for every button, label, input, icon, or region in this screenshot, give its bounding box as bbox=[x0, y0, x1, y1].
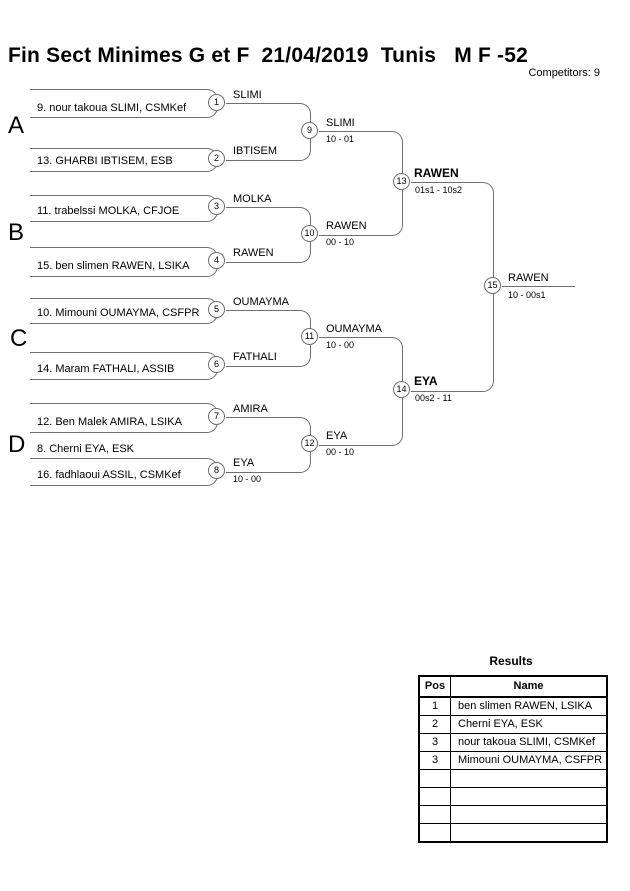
competitor-name: 14. Maram FATHALI, ASSIB bbox=[37, 363, 175, 375]
results-row: 3 Mimouni OUMAYMA, CSFPR bbox=[420, 752, 606, 770]
competitor-name: 8. Cherni EYA, ESK bbox=[37, 443, 135, 455]
results-cell-pos: 3 bbox=[420, 734, 451, 751]
match-circle-14: 14 bbox=[393, 381, 410, 398]
winner-label-match-6: FATHALI bbox=[233, 351, 277, 363]
match-circle-7: 7 bbox=[208, 408, 225, 425]
winner-label-match-7: AMIRA bbox=[233, 403, 268, 415]
results-row bbox=[420, 770, 606, 788]
results-row bbox=[420, 824, 606, 841]
results-cell-pos bbox=[420, 770, 451, 787]
results-cell-pos: 3 bbox=[420, 752, 451, 769]
results-cell-name bbox=[451, 788, 606, 805]
results-cell-pos bbox=[420, 824, 451, 841]
results-header-row: Pos Name bbox=[420, 677, 606, 698]
score-match-9: 10 - 01 bbox=[326, 134, 355, 144]
group-label-b: B bbox=[8, 219, 25, 246]
results-cell-name bbox=[451, 806, 606, 823]
results-cell-name: Cherni EYA, ESK bbox=[458, 718, 543, 730]
winner-label-match-11: OUMAYMA bbox=[326, 323, 383, 335]
score-match-10: 00 - 10 bbox=[326, 237, 355, 247]
competitor-name: 15. ben slimen RAWEN, LSIKA bbox=[37, 260, 190, 272]
group-label-d: D bbox=[8, 431, 26, 458]
results-row bbox=[420, 788, 606, 806]
match-circle-5: 5 bbox=[208, 301, 225, 318]
results-cell-pos: 1 bbox=[420, 698, 451, 715]
match-circle-6: 6 bbox=[208, 356, 225, 373]
competitor-name: 13. GHARBI IBTISEM, ESB bbox=[37, 155, 173, 167]
score-match-13: 01s1 - 10s2 bbox=[415, 185, 463, 195]
winner-label-match-9: SLIMI bbox=[326, 117, 355, 129]
results-cell-name: nour takoua SLIMI, CSMKef bbox=[458, 736, 595, 748]
results-header-name: Name bbox=[513, 680, 544, 692]
score-match-8: 10 - 00 bbox=[233, 474, 262, 484]
page-title: Fin Sect Minimes G et F 21/04/2019 Tunis… bbox=[8, 44, 528, 67]
results-table: Pos Name 1 ben slimen RAWEN, LSIKA 2 Che… bbox=[418, 675, 608, 843]
winner-label-match-4: RAWEN bbox=[233, 247, 274, 259]
results-row: 3 nour takoua SLIMI, CSMKef bbox=[420, 734, 606, 752]
champion-label: RAWEN bbox=[508, 272, 549, 284]
results-cell-name bbox=[451, 824, 606, 841]
match-circle-8: 8 bbox=[208, 462, 225, 479]
winner-label-match-5: OUMAYMA bbox=[233, 296, 290, 308]
match-circle-10: 10 bbox=[301, 225, 318, 242]
results-cell-name bbox=[451, 770, 606, 787]
group-label-c: C bbox=[10, 325, 28, 352]
competitors-count: Competitors: 9 bbox=[528, 67, 600, 79]
winner-label-match-14: EYA bbox=[414, 374, 438, 388]
results-header-pos: Pos bbox=[420, 677, 451, 696]
competitor-name: 16. fadhlaoui ASSIL, CSMKef bbox=[37, 469, 181, 481]
match-circle-9: 9 bbox=[301, 122, 318, 139]
score-match-12: 00 - 10 bbox=[326, 447, 355, 457]
winner-label-match-10: RAWEN bbox=[326, 220, 367, 232]
score-match-11: 10 - 00 bbox=[326, 340, 355, 350]
match-circle-1: 1 bbox=[208, 94, 225, 111]
match-circle-2: 2 bbox=[208, 150, 225, 167]
match-circle-4: 4 bbox=[208, 252, 225, 269]
score-match-15: 10 - 00s1 bbox=[508, 290, 546, 300]
match-circle-11: 11 bbox=[301, 328, 318, 345]
winner-label-match-8: EYA bbox=[233, 457, 255, 469]
match-circle-3: 3 bbox=[208, 198, 225, 215]
match-circle-12: 12 bbox=[301, 435, 318, 452]
winner-label-match-3: MOLKA bbox=[233, 193, 272, 205]
results-row bbox=[420, 806, 606, 824]
connector-final bbox=[411, 182, 494, 392]
competitor-name: 10. Mimouni OUMAYMA, CSFPR bbox=[37, 307, 200, 319]
match-circle-13: 13 bbox=[393, 173, 410, 190]
score-match-14: 00s2 - 11 bbox=[415, 393, 452, 403]
results-title: Results bbox=[489, 654, 533, 668]
match-circle-15: 15 bbox=[484, 277, 501, 294]
competitor-name: 11. trabelssi MOLKA, CFJOE bbox=[37, 205, 180, 217]
results-cell-pos bbox=[420, 806, 451, 823]
results-cell-pos: 2 bbox=[420, 716, 451, 733]
winner-label-match-1: SLIMI bbox=[233, 89, 262, 101]
group-label-a: A bbox=[8, 112, 25, 139]
competitor-name: 9. nour takoua SLIMI, CSMKef bbox=[37, 102, 187, 114]
results-row: 1 ben slimen RAWEN, LSIKA bbox=[420, 698, 606, 716]
results-cell-pos bbox=[420, 788, 451, 805]
results-row: 2 Cherni EYA, ESK bbox=[420, 716, 606, 734]
competitor-name: 12. Ben Malek AMIRA, LSIKA bbox=[37, 416, 182, 428]
winner-label-match-12: EYA bbox=[326, 430, 348, 442]
results-cell-name: Mimouni OUMAYMA, CSFPR bbox=[458, 754, 603, 766]
results-cell-name: ben slimen RAWEN, LSIKA bbox=[458, 700, 593, 712]
winner-label-match-2: IBTISEM bbox=[233, 145, 278, 157]
champion-line bbox=[502, 286, 575, 287]
winner-label-match-13: RAWEN bbox=[414, 166, 459, 180]
